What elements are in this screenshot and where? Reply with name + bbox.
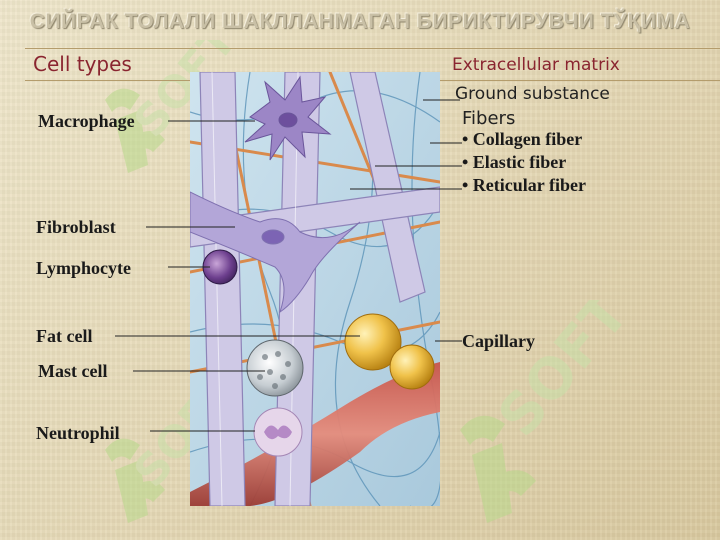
watermark-text: SOFT: [486, 300, 641, 449]
label-ground-substance: Ground substance: [455, 84, 610, 104]
slide-title: СИЙРАК ТОЛАЛИ ШАКЛЛАНМАГАН БИРИКТИРУВЧИ …: [29, 10, 691, 33]
label-mast-cell: Mast cell: [38, 361, 108, 381]
label-elastic-fiber: • Elastic fiber: [462, 152, 567, 172]
label-capillary: Capillary: [462, 331, 536, 351]
connective-tissue-illustration: [190, 72, 440, 506]
label-neutrophil: Neutrophil: [36, 423, 120, 443]
watermark-logo-right: SOFT: [460, 300, 641, 523]
label-collagen-fiber: • Collagen fiber: [462, 129, 583, 149]
title-underline: [25, 48, 720, 49]
label-reticular-fiber: • Reticular fiber: [462, 175, 586, 195]
fiber-list: • Collagen fiber • Elastic fiber • Retic…: [462, 128, 586, 197]
label-lymphocyte: Lymphocyte: [36, 258, 132, 278]
label-fibers-heading: Fibers: [462, 108, 516, 129]
label-fat-cell: Fat cell: [36, 326, 93, 346]
extracellular-matrix-heading: Extracellular matrix: [452, 55, 620, 75]
label-macrophage: Macrophage: [38, 111, 135, 131]
label-fibroblast: Fibroblast: [36, 217, 116, 237]
cell-types-heading: Cell types: [33, 52, 132, 76]
